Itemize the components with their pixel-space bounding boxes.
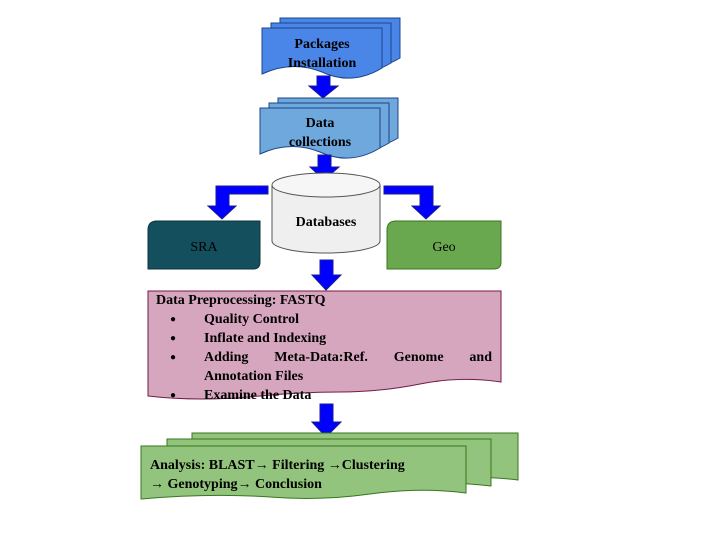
- preprocessing-title: Data Preprocessing: FASTQ: [156, 293, 326, 308]
- data-collections-node: [259, 97, 399, 159]
- sra-label: SRA: [190, 240, 218, 255]
- analysis-node: [140, 432, 519, 500]
- preprocessing-step: Adding Meta-Data:Ref. Genome and: [156, 348, 492, 367]
- analysis-label-line2: → Genotyping→ Conclusion: [150, 477, 322, 492]
- data-collections-label: Data collections: [260, 114, 380, 152]
- analysis-label-line1: Analysis: BLAST→ Filtering →Clustering: [150, 458, 405, 473]
- packages-label-line2: Installation: [287, 56, 357, 71]
- arrow-databases-to-geo: [383, 185, 442, 220]
- arrow-databases-to-sra: [206, 185, 269, 220]
- databases-node: [271, 172, 381, 254]
- preprocessing-step: Examine the Data: [156, 386, 492, 405]
- sra-node: [147, 220, 261, 270]
- packages-label-line1: Packages: [294, 37, 350, 52]
- analysis-label: Analysis: BLAST→ Filtering →Clustering →…: [150, 456, 466, 494]
- preprocessing-content: Data Preprocessing: FASTQ Quality Contro…: [156, 291, 492, 405]
- preprocessing-step: Inflate and Indexing: [156, 329, 492, 348]
- preprocessing-step-continued: Annotation Files: [204, 369, 304, 384]
- data-collections-label-line2: collections: [288, 135, 352, 150]
- arrow-preprocessing-to-analysis: [310, 403, 343, 438]
- packages-label: Packages Installation: [262, 35, 382, 73]
- data-collections-label-line1: Data: [305, 116, 335, 131]
- packages-installation-node: [261, 17, 401, 79]
- geo-label: Geo: [432, 240, 456, 255]
- arrow-databases-to-preprocessing: [310, 259, 343, 291]
- preprocessing-steps-list: Quality Control Inflate and Indexing Add…: [156, 310, 492, 405]
- databases-label: Databases: [295, 215, 357, 230]
- geo-node: [386, 220, 502, 270]
- preprocessing-step: Quality Control: [156, 310, 492, 329]
- arrow-packages-to-data: [307, 75, 340, 99]
